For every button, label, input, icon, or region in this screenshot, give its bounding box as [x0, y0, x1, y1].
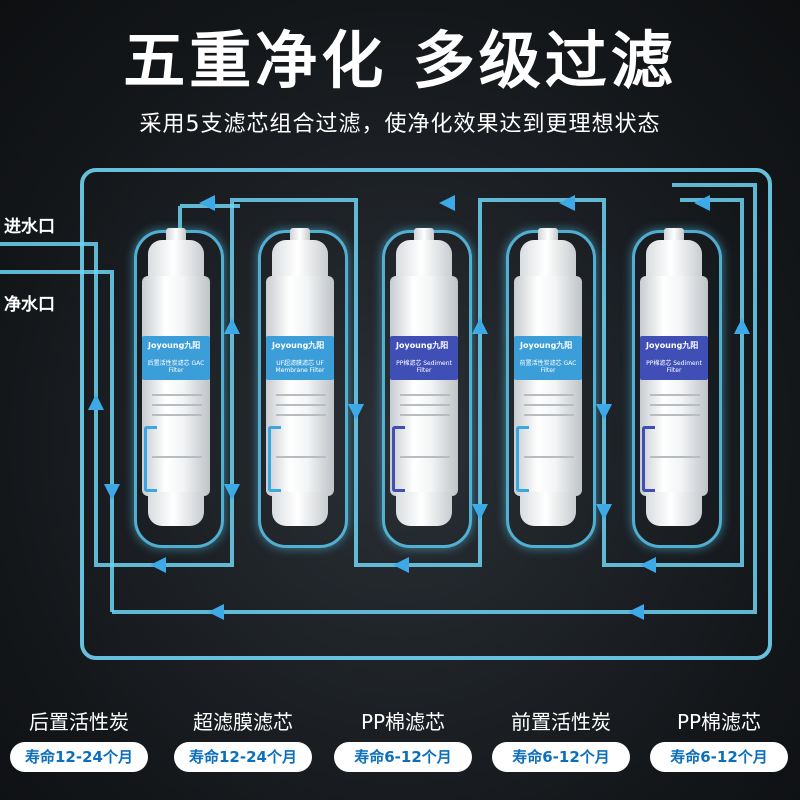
outlet-label: 净水口 — [4, 295, 55, 315]
filter-cartridge: Joyoung九阳 PP棉滤芯 Sediment Filter — [382, 228, 472, 548]
filter-label-text: PP棉滤芯 Sediment Filter — [646, 360, 702, 374]
lifespan-badge: 寿命6-12个月 — [334, 742, 472, 772]
filter-label-text: 后置活性炭滤芯 GAC Filter — [147, 360, 205, 374]
filter-cartridge: Joyoung九阳 后置活性炭滤芯 GAC Filter — [134, 228, 224, 548]
flow-path — [0, 183, 757, 614]
filter-name: 超滤膜滤芯 — [193, 710, 293, 734]
filter-label-text: UF超滤膜滤芯 UF Membrane Filter — [275, 360, 325, 374]
page-subtitle: 采用5支滤芯组合过滤，使净化效果达到更理想状态 — [139, 112, 661, 137]
lifespan-badge: 寿命12-24个月 — [10, 742, 148, 772]
filter-name: PP棉滤芯 — [360, 710, 446, 734]
filter-name: 前置活性炭 — [511, 710, 611, 734]
brand-logo: Joyoung九阳 — [396, 341, 449, 350]
filter-name: PP棉滤芯 — [676, 710, 762, 734]
flow-arrows — [88, 195, 750, 620]
lifespan-badge: 寿命12-24个月 — [174, 742, 312, 772]
lifespan-badge: 寿命6-12个月 — [492, 742, 630, 772]
filter-cartridge: Joyoung九阳 UF超滤膜滤芯 UF Membrane Filter — [258, 228, 348, 548]
brand-logo: Joyoung九阳 — [646, 341, 699, 350]
outer-pipe-frame — [80, 168, 772, 660]
filter-cartridge: Joyoung九阳 前置活性炭滤芯 GAC Filter — [506, 228, 596, 548]
inlet-label: 进水口 — [4, 217, 55, 237]
filter-cartridge: Joyoung九阳 PP棉滤芯 Sediment Filter — [632, 228, 722, 548]
brand-logo: Joyoung九阳 — [520, 341, 573, 350]
brand-logo: Joyoung九阳 — [148, 341, 201, 350]
filter-label-text: 前置活性炭滤芯 GAC Filter — [519, 360, 577, 374]
page-title: 五重净化 多级过滤 — [123, 24, 677, 97]
filter-name: 后置活性炭 — [29, 710, 129, 734]
filter-label-text: PP棉滤芯 Sediment Filter — [396, 360, 452, 374]
lifespan-badge: 寿命6-12个月 — [650, 742, 788, 772]
brand-logo: Joyoung九阳 — [272, 341, 325, 350]
